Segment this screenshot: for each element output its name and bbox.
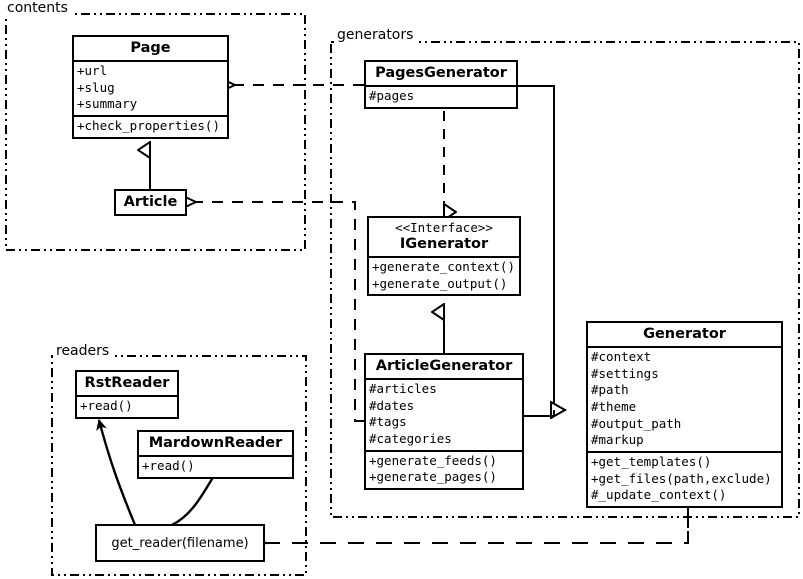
attribute-item: #output_path (591, 415, 682, 431)
class-name-rstreader: RstReader (84, 375, 170, 391)
class-box-mardownreader[interactable]: MardownReader +read() (137, 430, 294, 479)
attribute-item: +summary (77, 96, 138, 112)
package-frame-generators (330, 41, 800, 518)
class-box-generator[interactable]: Generator #context #settings #path #them… (586, 321, 783, 508)
method-item: +generate_context() (372, 258, 515, 274)
attribute-item: #categories (369, 431, 452, 447)
class-attributes-articlegenerator: #articles #dates #tags #categories (366, 378, 522, 450)
package-label-generators: generators (334, 27, 417, 43)
class-name-articlegenerator: ArticleGenerator (375, 358, 513, 374)
association-getreader-rstreader (96, 419, 137, 526)
class-attributes-pagesgenerator: #pages (366, 85, 516, 107)
class-name-page: Page (130, 40, 171, 56)
method-item: +get_files(path,exclude) (591, 470, 772, 486)
dependency-articlegenerator-article (196, 202, 364, 422)
attribute-item: #theme (591, 399, 637, 415)
method-item: +generate_output() (372, 275, 508, 291)
package-label-contents: contents (4, 0, 71, 16)
class-box-pagesgenerator[interactable]: PagesGenerator #pages (364, 60, 518, 109)
method-item: #_update_context() (591, 487, 727, 503)
attribute-item: #markup (591, 432, 644, 448)
class-methods-mardownreader: +read() (139, 455, 292, 477)
class-attributes-page: +url +slug +summary (74, 60, 227, 115)
function-box-get-reader[interactable]: get_reader(filename) (95, 524, 265, 562)
aggregation-pagesgenerator-generator (518, 85, 566, 410)
function-box-label: get_reader(filename) (111, 535, 249, 551)
dependency-generator-getreader (266, 503, 689, 543)
class-name-mardownreader: MardownReader (148, 435, 283, 451)
class-name-article: Article (123, 194, 178, 210)
aggregation-articlegenerator-generator (524, 410, 555, 417)
class-box-article[interactable]: Article (114, 189, 187, 217)
attribute-item: #articles (369, 381, 437, 397)
class-box-igenerator[interactable]: <<Interface>> IGenerator +generate_conte… (367, 216, 521, 297)
attribute-item: #context (591, 349, 652, 365)
attribute-item: +url (77, 63, 108, 79)
package-frame-readers (51, 355, 307, 576)
class-methods-page: +check_properties() (74, 115, 227, 137)
class-name-text: IGenerator (399, 235, 489, 252)
attribute-item: +slug (77, 79, 115, 95)
class-attributes-generator: #context #settings #path #theme #output_… (588, 346, 781, 451)
class-box-rstreader[interactable]: RstReader +read() (75, 370, 179, 419)
class-name-igenerator: <<Interface>> IGenerator (369, 218, 519, 256)
method-item: +read() (142, 458, 195, 474)
package-frame-contents (5, 13, 306, 251)
class-box-page[interactable]: Page +url +slug +summary +check_properti… (72, 35, 229, 139)
class-methods-rstreader: +read() (77, 395, 177, 417)
class-methods-articlegenerator: +generate_feeds() +generate_pages() (366, 449, 522, 488)
method-item: +get_templates() (591, 453, 712, 469)
class-name-generator: Generator (643, 326, 726, 342)
attribute-item: #path (591, 382, 629, 398)
class-box-articlegenerator[interactable]: ArticleGenerator #articles #dates #tags … (364, 353, 524, 490)
method-item: +check_properties() (77, 118, 220, 134)
class-name-pagesgenerator: PagesGenerator (375, 65, 507, 81)
class-methods-generator: +get_templates() +get_files(path,exclude… (588, 450, 781, 506)
class-methods-igenerator: +generate_context() +generate_output() (369, 255, 519, 294)
package-label-readers: readers (53, 343, 113, 359)
attribute-item: #pages (369, 88, 415, 104)
method-item: +generate_pages() (369, 469, 497, 485)
attribute-item: #settings (591, 365, 659, 381)
method-item: +read() (80, 398, 133, 414)
class-stereotype-igenerator: <<Interface>> (395, 220, 493, 235)
attribute-item: #dates (369, 397, 415, 413)
attribute-item: #tags (369, 414, 407, 430)
method-item: +generate_feeds() (369, 452, 497, 468)
